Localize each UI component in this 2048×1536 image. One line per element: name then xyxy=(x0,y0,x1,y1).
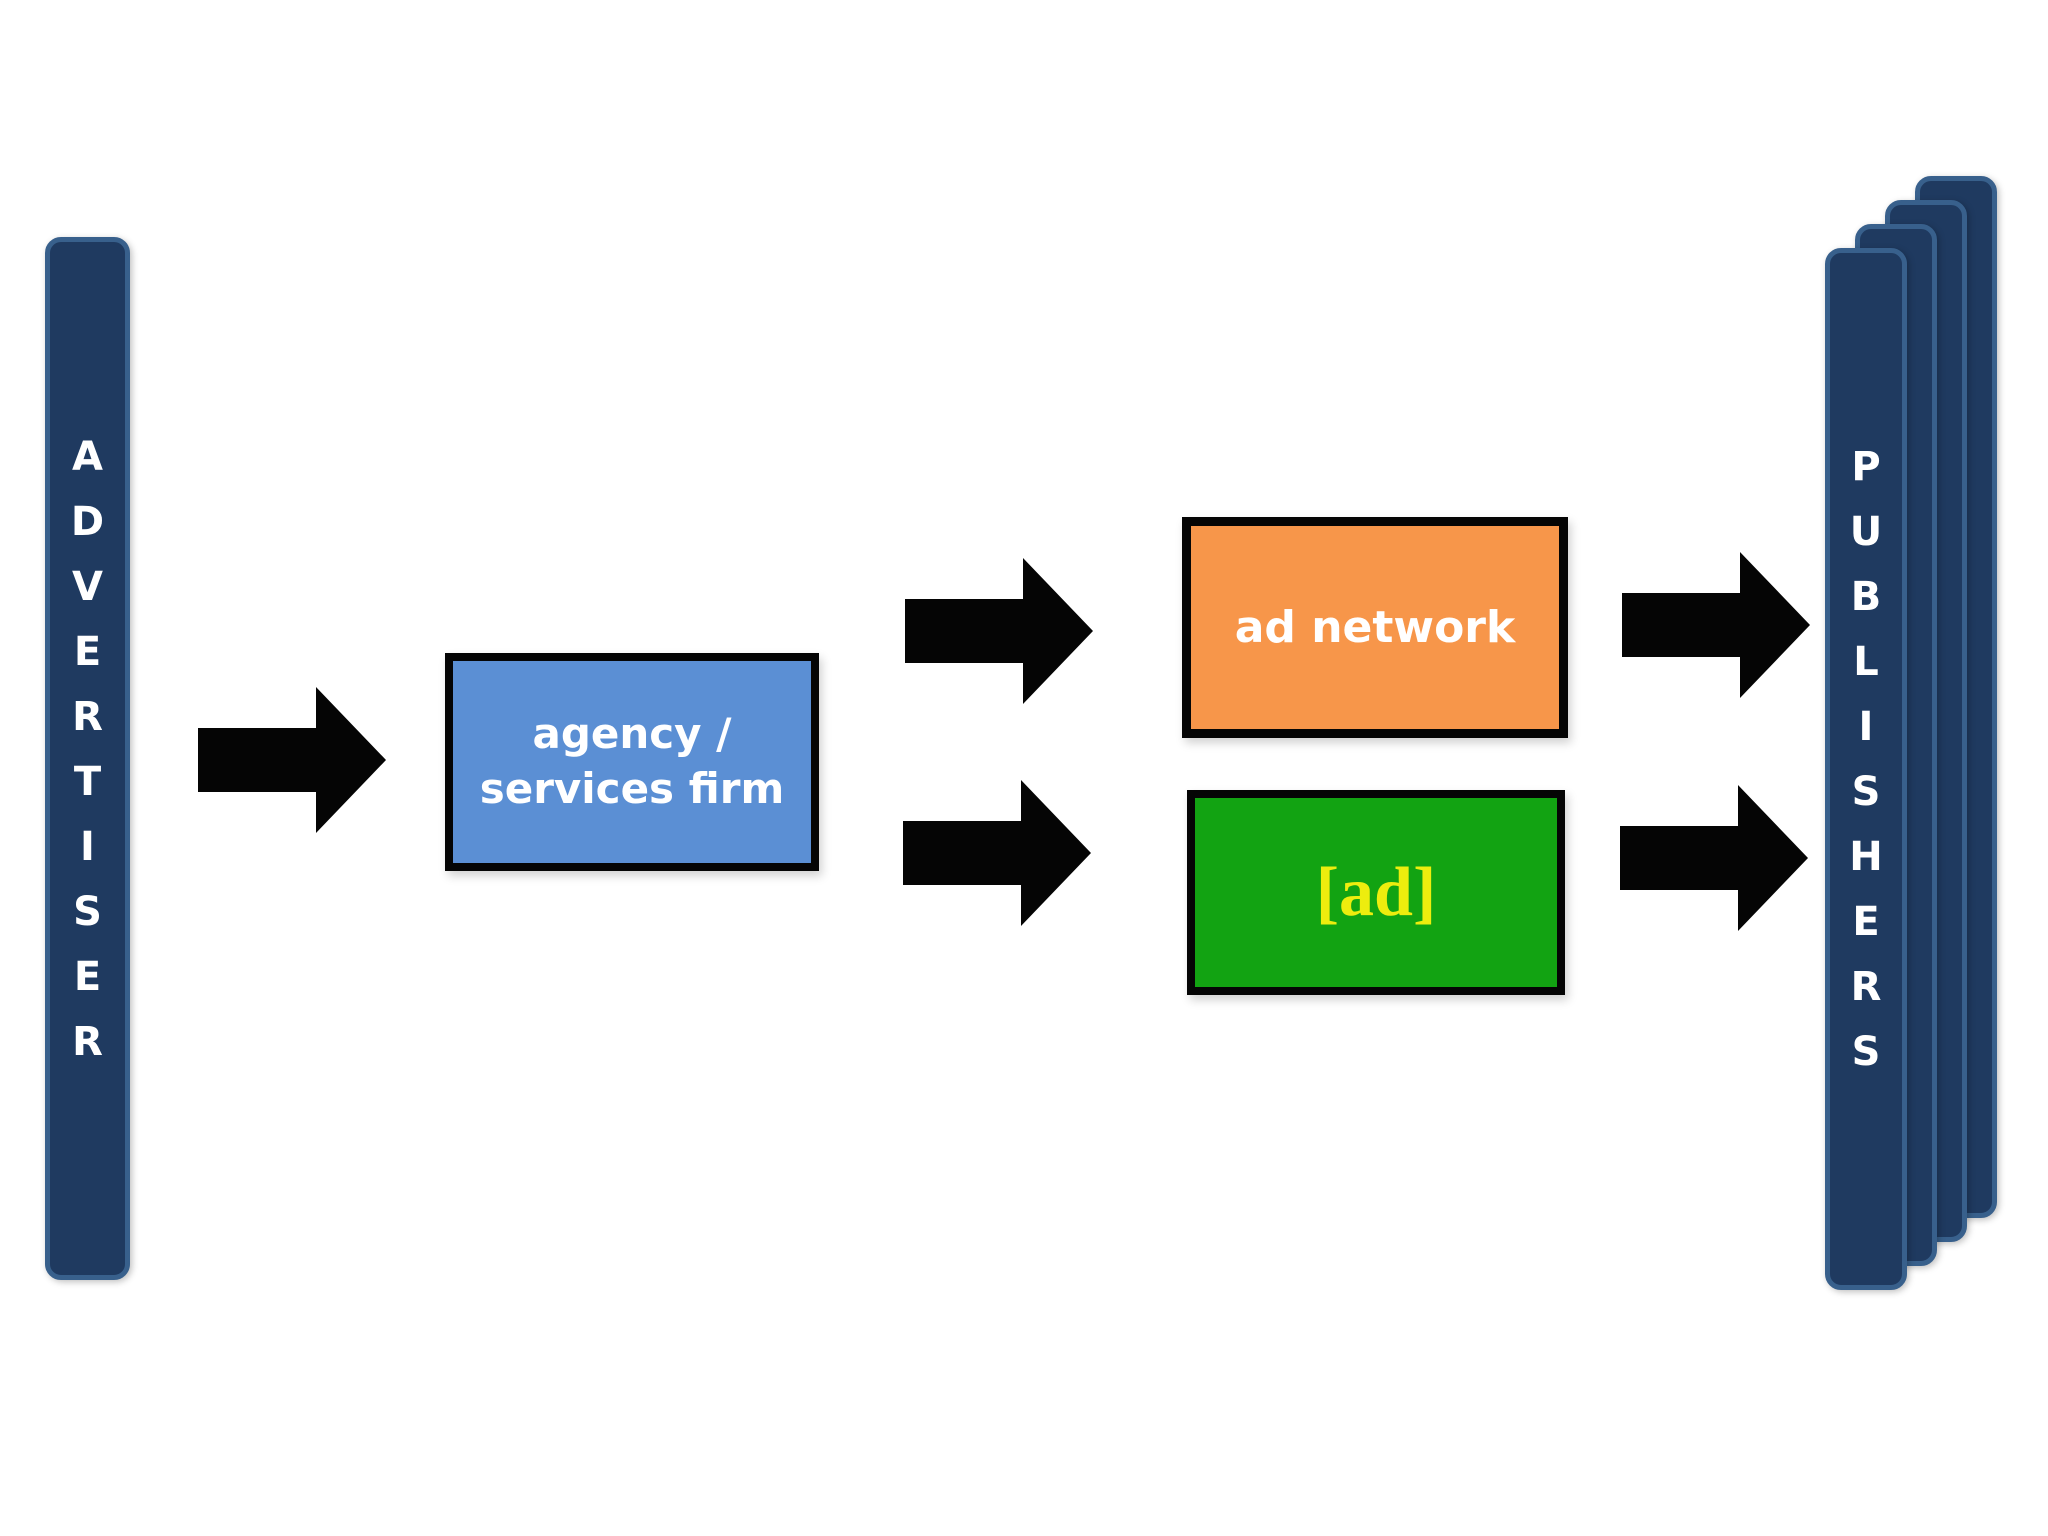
agency-services-firm-label: agency / services firm xyxy=(479,709,785,813)
arrow-ad-unit-to-publishers-icon xyxy=(1620,783,1810,933)
ad-unit-box: [ad] xyxy=(1187,790,1565,995)
publishers-bar: PUBLISHERS xyxy=(1825,248,1907,1290)
arrow-advertiser-to-agency-icon xyxy=(198,685,388,835)
ad-unit-logo: [ad] xyxy=(1315,853,1437,931)
advertiser-label: ADVERTISER xyxy=(64,433,111,1084)
agency-services-firm-box: agency / services firm xyxy=(445,653,819,871)
arrow-ad-network-to-publishers-icon xyxy=(1622,550,1812,700)
ad-network-box: ad network xyxy=(1182,517,1568,738)
arrow-agency-to-ad-unit-icon xyxy=(903,778,1093,928)
advertiser-bar: ADVERTISER xyxy=(45,237,130,1280)
publishers-label: PUBLISHERS xyxy=(1843,444,1889,1094)
ad-network-label: ad network xyxy=(1234,602,1516,653)
arrow-agency-to-ad-network-icon xyxy=(905,556,1095,706)
